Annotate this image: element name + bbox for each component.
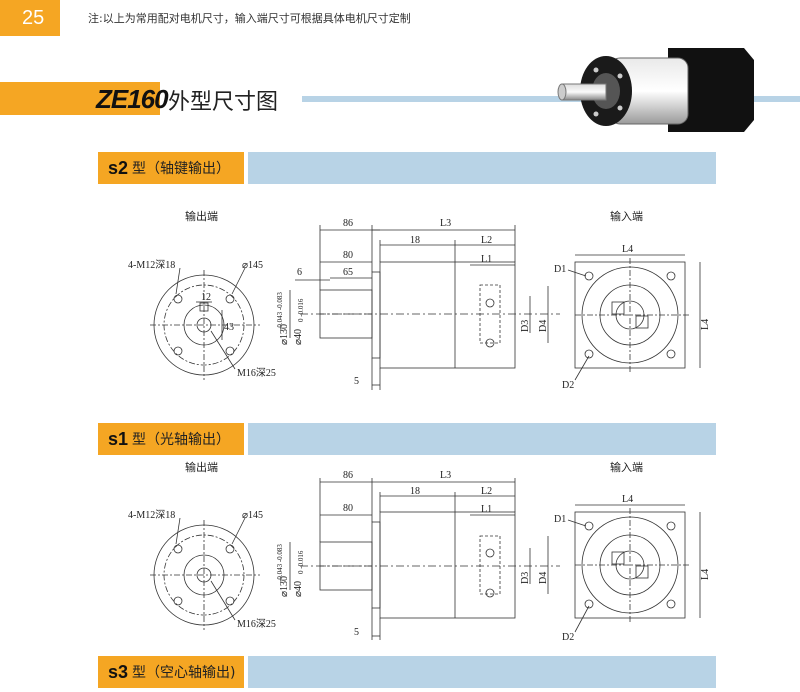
page-title: 外型尺寸图 [168,90,279,115]
dim-pilot-tol: -0.043 -0.083 [276,544,284,582]
dim-pcd: ⌀145 [242,510,263,521]
dim-D1: D1 [554,514,566,525]
section-s3-bar [248,656,716,688]
section-s3-label: s3 型（空心轴输出) [98,656,244,688]
dim-L2: L2 [481,486,492,497]
dim-65: 65 [343,267,353,278]
dim-D3: D3 [520,320,531,332]
model-code: ZE160 [96,84,169,114]
dim-D3: D3 [520,572,531,584]
dim-pilot-tol: -0.043 -0.083 [276,292,284,330]
dim-80: 80 [343,250,353,261]
dim-L4: L4 [622,494,633,505]
bolt-icon [593,111,599,117]
dim-key-height: 43 [224,322,234,333]
bolt-icon [617,73,623,79]
gearbox-photo [557,48,754,132]
dim-D4: D4 [538,320,549,332]
title-rule [302,96,800,102]
dim-pilot-dia: ⌀130 [279,576,290,597]
dim-D1: D1 [554,264,566,275]
input-end-label: 输入端 [610,461,643,474]
dim-5: 5 [354,376,359,387]
section-name: 型（光轴输出） [132,432,231,448]
section-s2-bar [248,152,716,184]
output-end-label: 输出端 [185,461,218,474]
input-end-label: 输入端 [610,210,643,223]
bolt-icon [617,105,623,111]
dim-pilot-dia: ⌀130 [279,324,290,345]
section-s1-bar [248,423,716,455]
dim-tap-holes: 4-M12深18 [128,259,175,271]
bolt-icon [593,67,599,73]
dim-thread-hole: M16深25 [237,367,276,379]
dim-shaft-tol: 0 -0.016 [297,550,305,574]
title-accent-bar [0,82,160,115]
dim-D4: D4 [538,572,549,584]
dim-L3: L3 [440,470,451,481]
dim-L4-vertical: L4 [700,319,711,330]
section-name: 型（轴键输出） [132,161,231,177]
dim-L2: L2 [481,235,492,246]
page-number: 25 [0,0,60,36]
dim-L4: L4 [622,244,633,255]
dim-80: 80 [343,503,353,514]
dim-tap-holes: 4-M12深18 [128,509,175,521]
section-s2-label: s2 型（轴键输出） [98,152,244,184]
note-text: 注:以上为常用配对电机尺寸，输入端尺寸可根据具体电机尺寸定制 [88,12,411,25]
dim-shaft-tol: 0 -0.016 [297,298,305,322]
dim-18: 18 [410,486,420,497]
section-s1-label: s1 型（光轴输出） [98,423,244,455]
dim-key-width: 12 [201,292,211,303]
dim-D2: D2 [562,380,574,391]
dim-5: 5 [354,627,359,638]
output-end-label: 输出端 [185,210,218,223]
dim-L4-vertical: L4 [700,569,711,580]
dim-86: 86 [343,218,353,229]
dim-D2: D2 [562,632,574,643]
dim-6: 6 [297,267,302,278]
gearbox-flange [668,48,754,132]
dim-86: 86 [343,470,353,481]
dim-L1: L1 [481,254,492,265]
dim-shaft-dia: ⌀40 [293,581,304,597]
section-code: s2 [108,157,129,178]
section-code: s3 [108,661,129,682]
section-code: s1 [108,428,129,449]
dim-L1: L1 [481,504,492,515]
dim-L3: L3 [440,218,451,229]
dim-shaft-dia: ⌀40 [293,329,304,345]
dim-18: 18 [410,235,420,246]
section-name: 型（空心轴输出) [132,665,236,681]
dim-thread-hole: M16深25 [237,618,276,630]
dim-pcd: ⌀145 [242,260,263,271]
